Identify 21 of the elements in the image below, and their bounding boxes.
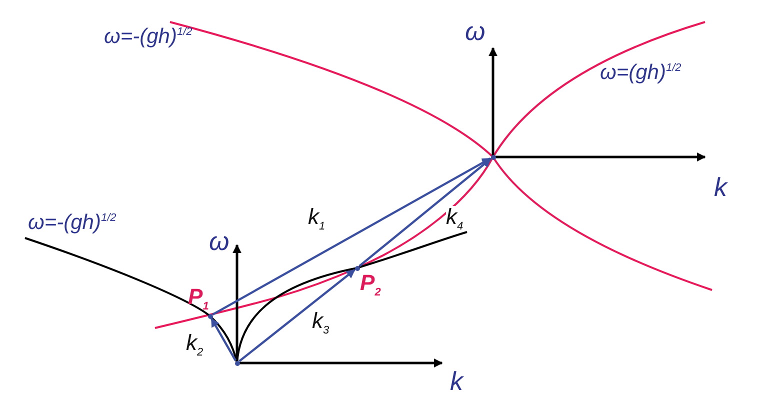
vertex-point — [208, 314, 212, 318]
edge-label: k$_{2}$ — [186, 332, 204, 358]
vector-arrow — [358, 158, 492, 267]
vector-arrow — [212, 158, 492, 316]
axis-label: k — [714, 174, 727, 200]
vertex-point — [234, 360, 240, 366]
curve-label: ω=-(gh)$^{1/2}$ — [104, 26, 192, 47]
edge-label: k$_{4}$ — [446, 206, 464, 232]
vector-arrow — [210, 318, 236, 361]
point-label: P$_{1}$ — [188, 286, 209, 312]
curve-label: ω=(gh)$^{1/2}$ — [600, 62, 682, 83]
axis-label: ω — [209, 228, 230, 254]
edge-label: k$_{3}$ — [312, 310, 330, 336]
axis-label: k — [450, 368, 463, 394]
axis-label: ω — [465, 18, 486, 44]
edge-label: k$_{1}$ — [308, 206, 326, 232]
point-label: P$_{2}$ — [360, 272, 381, 298]
vertex-point — [354, 266, 360, 270]
curve-label: ω=-(gh)$^{1/2}$ — [28, 212, 116, 233]
vertex-point — [490, 154, 496, 160]
vector-arrow — [238, 269, 356, 362]
